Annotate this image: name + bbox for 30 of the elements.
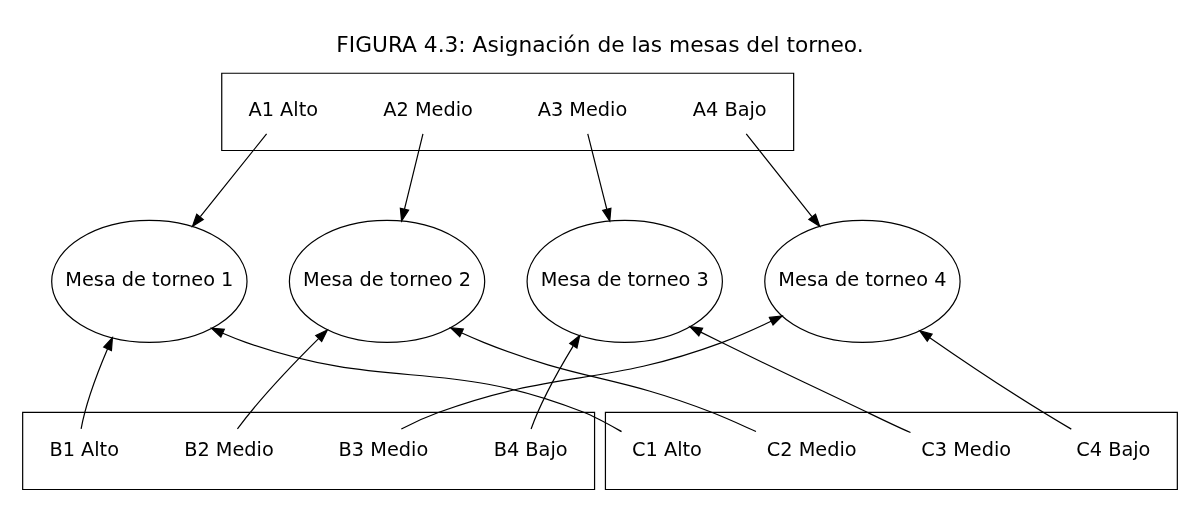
arrow — [918, 329, 1072, 430]
node-text: B4 Bajo — [493, 437, 568, 460]
arrow — [448, 326, 757, 432]
arrow — [400, 314, 784, 430]
arrow — [587, 132, 612, 223]
node-text: A1 Alto — [248, 97, 319, 121]
arrow — [688, 325, 912, 433]
cluster — [22, 411, 596, 490]
arrow — [80, 335, 114, 429]
arrow — [191, 132, 268, 228]
node-ellipse: Mesa de torneo 3 — [526, 219, 723, 343]
node-text: B1 Alto — [49, 437, 119, 460]
node-text: B3 Medio — [338, 437, 429, 460]
node-text: A2 Medio — [383, 97, 473, 121]
node-text: C4 Bajo — [1076, 437, 1151, 460]
arrow — [399, 132, 424, 223]
node-text: A3 Medio — [537, 97, 628, 121]
arrow — [209, 327, 623, 432]
node-text: A4 Bajo — [692, 97, 767, 121]
node-text: C3 Medio — [921, 437, 1012, 460]
node-text: C1 Alto — [632, 437, 702, 460]
arrow — [530, 333, 581, 430]
arrow — [236, 328, 329, 430]
arrow — [745, 132, 821, 228]
cluster — [604, 411, 1178, 490]
diagram-title: FIGURA 4.3: Asignación de las mesas del torneo. — [336, 31, 864, 57]
node-text: C2 Medio — [766, 437, 857, 460]
node-text: B2 Medio — [184, 437, 274, 460]
node-ellipse: Mesa de torneo 1 — [51, 219, 248, 343]
cluster — [221, 72, 795, 151]
